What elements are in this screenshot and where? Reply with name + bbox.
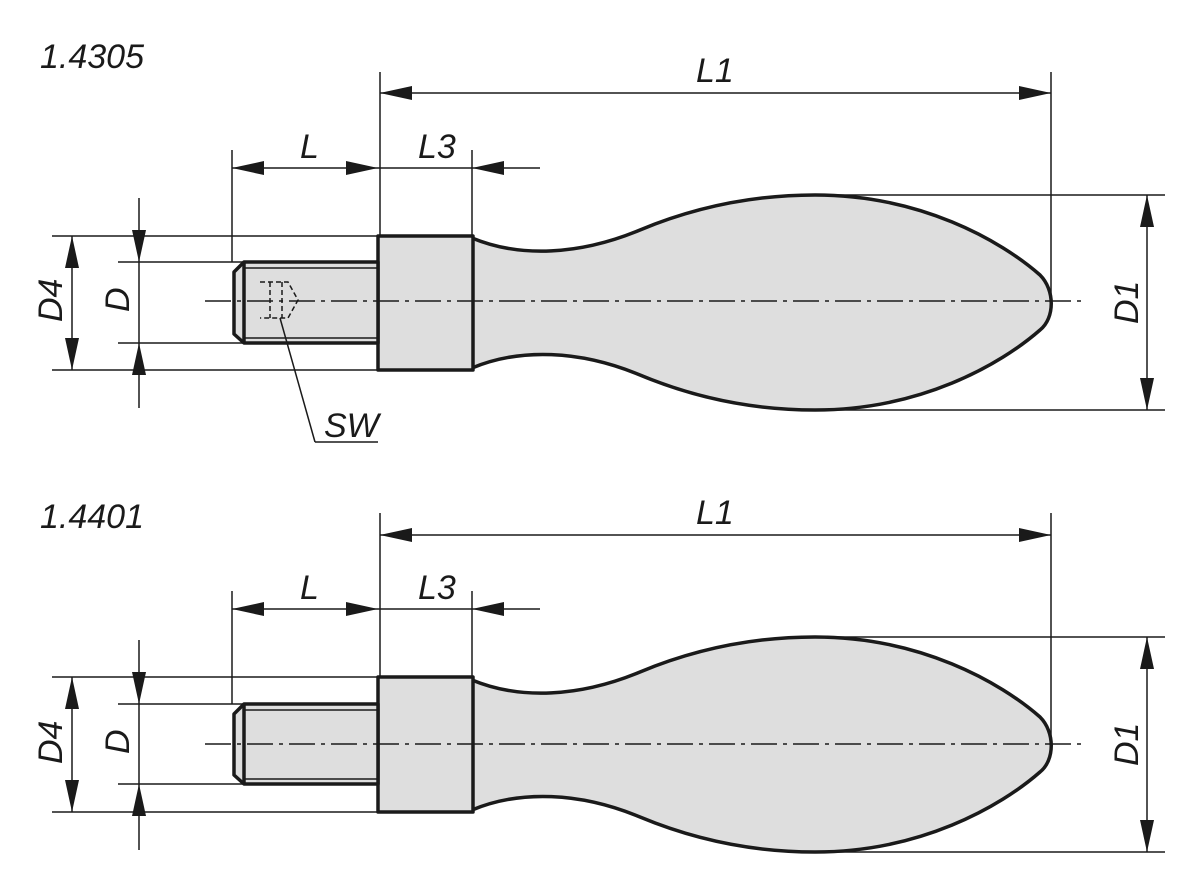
dimension-D1: D1 — [815, 636, 1165, 853]
dimension-L-L3: L L3 — [231, 569, 540, 704]
dimension-D1: D1 — [815, 194, 1165, 411]
label-D4: D4 — [32, 721, 70, 764]
material-label: 1.4305 — [40, 38, 144, 76]
dimension-L-L3: L L3 — [231, 128, 540, 262]
dimension-L1: L1 — [379, 52, 1052, 298]
label-L: L — [300, 128, 319, 166]
material-label: 1.4401 — [40, 498, 144, 536]
label-L1: L1 — [696, 494, 734, 532]
grip-body — [470, 193, 1053, 412]
label-D4: D4 — [32, 279, 70, 322]
dimension-D4-D: D4 D — [32, 640, 378, 850]
threaded-stud — [232, 260, 380, 345]
label-D: D — [99, 729, 137, 754]
collar — [376, 234, 475, 372]
label-L3: L3 — [418, 128, 456, 166]
label-D1: D1 — [1108, 281, 1146, 324]
dimension-D4-D: D4 D — [32, 198, 378, 408]
view-1-4305: 1.4305 L1 — [32, 38, 1165, 445]
label-L: L — [300, 569, 319, 607]
leader-SW: SW — [279, 317, 382, 445]
label-D: D — [99, 287, 137, 312]
label-L3: L3 — [418, 569, 456, 607]
dimension-L1: L1 — [379, 494, 1052, 740]
label-D1: D1 — [1108, 723, 1146, 766]
hex-socket — [260, 281, 299, 319]
label-SW: SW — [324, 407, 382, 445]
label-L1: L1 — [696, 52, 734, 90]
view-1-4401: 1.4401 L1 L L3 — [32, 494, 1165, 854]
